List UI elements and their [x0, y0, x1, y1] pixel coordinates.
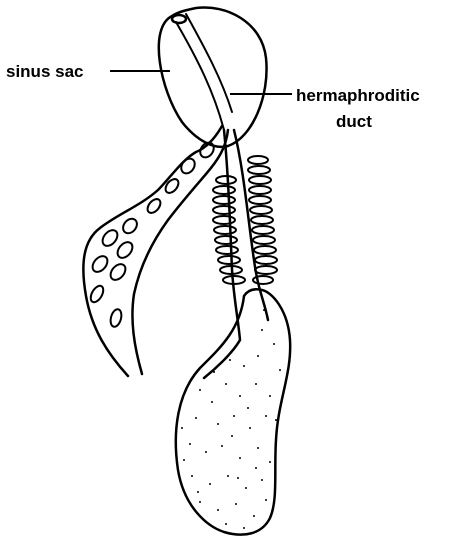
left-tubule-outer	[83, 126, 222, 376]
coiled-duct-right	[248, 156, 277, 284]
sinus-sac-opening	[172, 15, 186, 23]
hermaphroditic-duct-label-line1: hermaphroditic	[296, 87, 420, 104]
stippled-sac	[176, 289, 290, 534]
sinus-sac-label: sinus sac	[6, 63, 84, 80]
hermaphroditic-duct-label-line2: duct	[336, 113, 372, 130]
tubule-cells	[88, 140, 216, 328]
sinus-sac-inner-line-2	[186, 14, 232, 112]
stipple-dots	[181, 309, 281, 529]
sinus-sac	[159, 7, 267, 146]
